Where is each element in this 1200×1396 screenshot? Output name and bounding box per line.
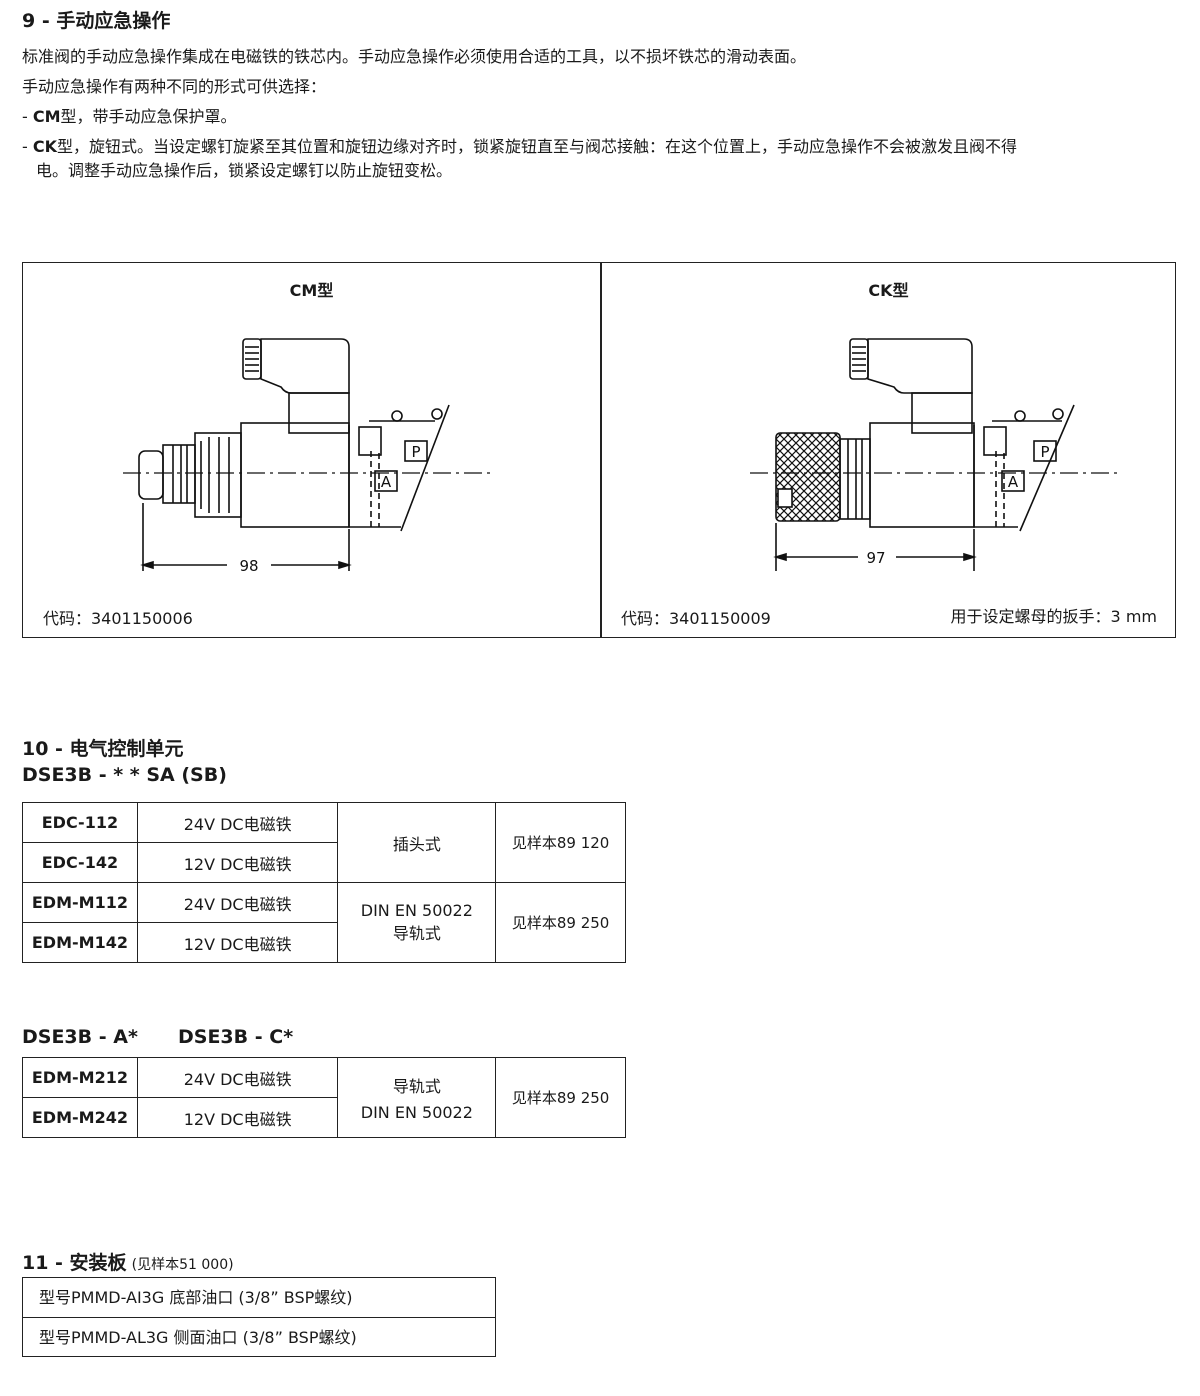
section-9-paragraph-1: 标准阀的手动应急操作集成在电磁铁的铁芯内。手动应急操作必须使用合适的工具，以不损… <box>22 47 807 66</box>
model-cell: EDC-142 <box>22 842 138 883</box>
ck-valve-drawing: P A 97 <box>750 338 1120 571</box>
table-row: EDC-112 24V DC电磁铁 插头式 见样本89 120 <box>22 802 626 883</box>
ck-code: CK <box>32 137 57 156</box>
connector-cell: 导轨式 DIN EN 50022 <box>337 1057 497 1138</box>
model-cell: EDM-M212 <box>22 1057 138 1098</box>
cm-dimension-label: 98 <box>239 557 258 575</box>
table-row: EDM-M212 24V DC电磁铁 导轨式 DIN EN 50022 见样本89… <box>22 1057 626 1138</box>
voltage-cell: 12V DC电磁铁 <box>136 922 339 963</box>
section-10-heading: 10 - 电气控制单元 <box>22 738 184 760</box>
ck-dimension-label: 97 <box>866 549 885 567</box>
ck-port-p: P <box>1040 443 1049 461</box>
section-10-subheading: DSE3B - * * SA (SB) <box>22 764 227 786</box>
section-9-heading: 9 - 手动应急操作 <box>22 10 171 32</box>
connector-line: 导轨式 <box>392 1077 441 1096</box>
reference-cell: 见样本89 120 <box>495 802 626 883</box>
cm-valve-drawing: P A 98 <box>123 338 491 575</box>
control-units-table-2: EDM-M212 24V DC电磁铁 导轨式 DIN EN 50022 见样本89… <box>22 1057 626 1138</box>
reference-cell: 见样本89 250 <box>495 1057 626 1138</box>
voltage-cell: 24V DC电磁铁 <box>136 882 339 923</box>
cm-code: CM <box>32 107 61 126</box>
figure-divider <box>600 263 602 637</box>
model-cell: EDC-112 <box>22 802 138 843</box>
ck-description-continued: 电。调整手动应急操作后，锁紧设定螺钉以防止旋钮变松。 <box>36 161 453 180</box>
connector-line: DIN EN 50022 <box>360 901 473 920</box>
ck-code-label: 代码：3401150009 <box>621 609 771 628</box>
reference-cell: 见样本89 250 <box>495 882 626 963</box>
connector-cell: DIN EN 50022 导轨式 <box>337 882 497 963</box>
voltage-cell: 24V DC电磁铁 <box>136 802 339 843</box>
connector-line: DIN EN 50022 <box>360 1103 473 1122</box>
section-10-subheading-a: DSE3B - A* <box>22 1026 138 1048</box>
cm-caption: CM型 <box>289 281 334 300</box>
cm-option-item: - CM型，带手动应急保护罩。 <box>22 107 237 126</box>
cm-code-label: 代码：3401150006 <box>43 609 193 628</box>
ck-description: 型，旋钮式。当设定螺钉旋紧至其位置和旋钮边缘对齐时，锁紧旋钮直至与阀芯接触：在这… <box>57 137 1018 156</box>
control-units-table-1: EDC-112 24V DC电磁铁 插头式 见样本89 120 EDC-142 … <box>22 802 626 963</box>
section-11-heading: 11 - 安装板 <box>22 1252 127 1274</box>
section-9-paragraph-2: 手动应急操作有两种不同的形式可供选择： <box>22 77 327 96</box>
mounting-plates-table: 型号PMMD-AI3G 底部油口 (3/8” BSP螺纹) 型号PMMD-AL3… <box>22 1277 496 1357</box>
table-row: 型号PMMD-AL3G 侧面油口 (3/8” BSP螺纹) <box>23 1317 495 1356</box>
table-row: EDM-M112 24V DC电磁铁 DIN EN 50022 导轨式 见样本89… <box>22 882 626 963</box>
manual-override-figure: CM型 CK型 <box>22 262 1176 638</box>
ck-wrench-note: 用于设定螺母的扳手：3 mm <box>950 607 1157 626</box>
cm-description: 型，带手动应急保护罩。 <box>60 107 237 126</box>
table-row: 型号PMMD-AI3G 底部油口 (3/8” BSP螺纹) <box>39 1288 353 1307</box>
voltage-cell: 12V DC电磁铁 <box>136 1097 339 1138</box>
model-cell: EDM-M142 <box>22 922 138 963</box>
ck-port-a: A <box>1008 473 1019 491</box>
voltage-cell: 12V DC电磁铁 <box>136 842 339 883</box>
cm-port-a: A <box>381 473 392 491</box>
ck-caption: CK型 <box>868 281 909 300</box>
ck-option-item: - CK型，旋钮式。当设定螺钉旋紧至其位置和旋钮边缘对齐时，锁紧旋钮直至与阀芯接… <box>22 137 1018 156</box>
section-10-subheading-c: DSE3B - C* <box>178 1026 294 1048</box>
model-cell: EDM-M112 <box>22 882 138 923</box>
section-11-note: (见样本51 000) <box>131 1257 234 1273</box>
table-row: EDM-M242 12V DC电磁铁 <box>22 1097 626 1138</box>
connector-line: 导轨式 <box>392 924 441 943</box>
voltage-cell: 24V DC电磁铁 <box>136 1057 339 1098</box>
connector-cell: 插头式 <box>337 802 497 883</box>
table-row: EDM-M142 12V DC电磁铁 <box>22 922 626 963</box>
model-cell: EDM-M242 <box>22 1097 138 1138</box>
cm-port-p: P <box>411 443 420 461</box>
section-11-header: 11 - 安装板 (见样本51 000) <box>22 1248 234 1275</box>
